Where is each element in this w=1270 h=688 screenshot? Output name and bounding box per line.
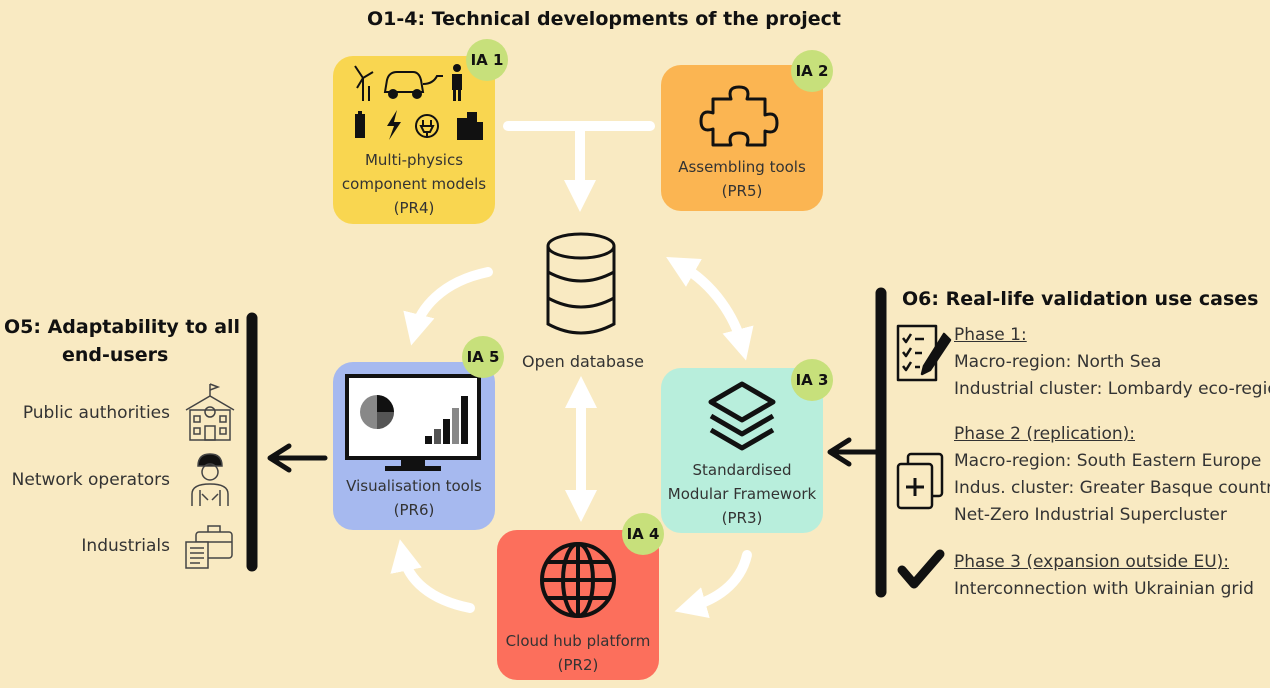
o5-title-line1: O5: Adaptability to all (4, 316, 241, 338)
badge-ia4: IA 4 (622, 513, 664, 555)
buildings-icon (457, 112, 483, 140)
layers-icon (708, 381, 776, 451)
globe-icon (540, 542, 616, 618)
box-assembling-tools[interactable]: Assembling tools (PR5) (661, 65, 823, 211)
phase3-heading: Phase 3 (expansion outside EU): (954, 552, 1229, 572)
phase2-line2: Indus. cluster: Greater Basque country, (954, 478, 1270, 498)
database-icon (546, 232, 616, 335)
box-label-line1: Assembling tools (678, 158, 806, 176)
badge-ia5: IA 5 (462, 336, 504, 378)
user-industrials: Industrials (81, 536, 170, 556)
phase-icons (896, 324, 952, 589)
box-cloud-hub-platform[interactable]: Cloud hub platform (PR2) (497, 530, 659, 680)
user-public-authorities: Public authorities (22, 403, 170, 423)
wind-turbine-icon (354, 65, 374, 101)
arrow-ia3-to-ia4 (674, 550, 752, 619)
badge-ia3: IA 3 (791, 359, 833, 401)
worker-icon (191, 453, 229, 506)
box-label-line3: (PR4) (393, 199, 435, 217)
box-label-line1: Cloud hub platform (505, 632, 651, 650)
lightning-icon (387, 110, 401, 140)
electric-car-icon (383, 71, 443, 99)
user-network-operators: Network operators (11, 470, 170, 490)
box-label-line1: Multi-physics (364, 151, 464, 169)
plug-icon (415, 114, 439, 138)
phase3-line1: Interconnection with Ukrainian grid (954, 579, 1254, 599)
box-label-line2: (PR5) (721, 182, 763, 200)
box-visualisation-tools[interactable]: Visualisation tools (PR6) (333, 362, 495, 530)
energy-icons (354, 64, 483, 140)
box-label-line1: Standardised (692, 461, 792, 479)
box-modular-framework[interactable]: Standardised Modular Framework (PR3) (661, 368, 823, 533)
box-label-line1: Visualisation tools (346, 477, 482, 495)
battery-icon (355, 111, 365, 138)
box-label-line3: (PR3) (721, 509, 763, 527)
badge-ia2: IA 2 (791, 50, 833, 92)
o5-title-line2: end-users (62, 344, 169, 366)
database-label: Open database (522, 352, 644, 371)
arrow-ia4-to-ia5 (390, 539, 475, 613)
phase1-line2: Industrial cluster: Lombardy eco-region (954, 379, 1270, 399)
box-label-line2: (PR6) (393, 501, 435, 519)
box-label-line2: Modular Framework (667, 485, 817, 503)
phase2-heading: Phase 2 (replication): (954, 424, 1136, 444)
monitor-chart-icon (345, 374, 481, 471)
arrow-db-to-ia5 (403, 267, 493, 346)
school-icon (185, 383, 235, 441)
checkmark-icon (897, 549, 945, 589)
phase2-line1: Macro-region: South Eastern Europe (954, 451, 1262, 471)
o6-title: O6: Real-life validation use cases (902, 288, 1259, 310)
briefcase-icon (185, 525, 233, 569)
user-icons (185, 383, 235, 569)
arrow-db-ia3 (666, 257, 754, 361)
phase2-line3: Net-Zero Industrial Supercluster (954, 505, 1227, 525)
checklist-icon (896, 324, 952, 382)
phase1-line1: Macro-region: North Sea (954, 352, 1162, 372)
copy-add-icon (896, 452, 944, 510)
box-label-line2: component models (341, 175, 487, 193)
person-icon (452, 64, 462, 101)
box-label-line2: (PR2) (557, 656, 599, 674)
box-component-models[interactable]: Multi-physics component models (PR4) (333, 56, 495, 224)
phase1-heading: Phase 1: (954, 325, 1027, 345)
puzzle-icon (699, 85, 779, 147)
page-title: O1-4: Technical developments of the proj… (367, 8, 842, 30)
badge-ia1: IA 1 (466, 39, 508, 81)
